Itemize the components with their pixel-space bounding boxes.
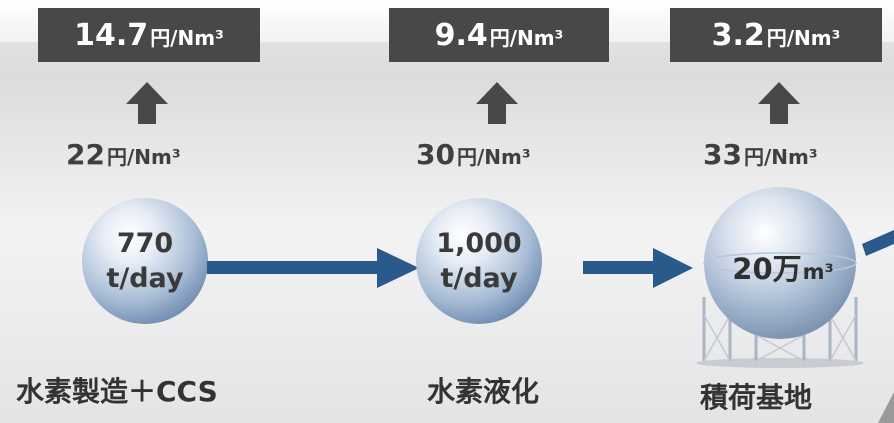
current-cost-value: 22 [66, 138, 105, 171]
stage-label-production: 水素製造＋CCS [16, 375, 218, 408]
arrow-up-icon [758, 82, 800, 124]
capacity-unit: t/day [106, 263, 184, 294]
target-cost-box-liquefaction: 9.4 円/Nm³ [389, 8, 609, 62]
arrow-right-icon [583, 248, 693, 288]
arrow-up-icon [126, 82, 168, 124]
current-cost-unit: 円/Nm³ [456, 145, 531, 169]
current-cost-unit: 円/Nm³ [106, 145, 181, 169]
capacity-unit: t/day [440, 263, 518, 294]
capacity-value: 770 [116, 228, 174, 259]
arrow-up-icon [476, 82, 518, 124]
capacity-value: 20万 [732, 252, 802, 286]
tank-capacity-label: 20万 m³ [708, 246, 858, 288]
capacity-sphere-production: 770 t/day [82, 198, 208, 324]
stage-label-loading-base: 積荷基地 [700, 381, 813, 414]
current-cost-value: 30 [416, 138, 455, 171]
current-cost-value: 33 [703, 138, 742, 171]
capacity-sphere-liquefaction: 1,000 t/day [416, 198, 542, 324]
target-cost-box-production: 14.7 円/Nm³ [38, 8, 260, 62]
target-cost-value: 9.4 [434, 18, 488, 53]
stage-label-liquefaction: 水素液化 [427, 375, 540, 408]
current-cost-loading-base: 33 円/Nm³ [703, 138, 818, 171]
target-cost-box-loading-base: 3.2 円/Nm³ [670, 8, 882, 62]
target-cost-unit: 円/Nm³ [766, 26, 841, 50]
diagonal-line-decoration [878, 392, 894, 423]
current-cost-liquefaction: 30 円/Nm³ [416, 138, 531, 171]
target-cost-value: 14.7 [74, 18, 149, 53]
arrow-right-icon [207, 248, 419, 288]
target-cost-value: 3.2 [711, 18, 765, 53]
current-cost-unit: 円/Nm³ [743, 145, 818, 169]
capacity-value: 1,000 [436, 228, 522, 259]
target-cost-unit: 円/Nm³ [489, 26, 564, 50]
target-cost-unit: 円/Nm³ [150, 26, 224, 50]
capacity-unit: m³ [802, 260, 834, 284]
arrow-right-icon [862, 230, 894, 256]
current-cost-production: 22 円/Nm³ [66, 138, 181, 171]
spherical-tank-icon [696, 187, 864, 368]
